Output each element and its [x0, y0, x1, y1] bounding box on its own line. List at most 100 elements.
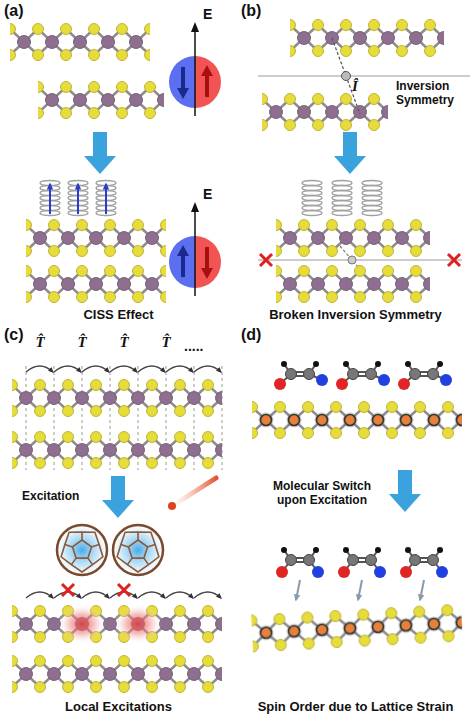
mos2-layer — [290, 18, 444, 58]
symmetry-plane — [258, 76, 470, 77]
mos2-layer — [26, 264, 166, 304]
mos2-layer — [12, 604, 222, 644]
operator-symbol: T̂ — [114, 334, 134, 351]
panel-letter: (d) — [241, 326, 281, 344]
chiral-spring — [68, 181, 88, 216]
mos2-layer — [10, 22, 150, 62]
spin-arrow — [105, 184, 107, 214]
hop-arrow — [82, 366, 109, 372]
fullerene — [110, 522, 166, 578]
inversion-center — [342, 72, 351, 81]
inversion-center — [348, 256, 356, 264]
broken-mark — [260, 254, 272, 266]
process-label: Excitation — [22, 490, 112, 504]
hop-arrow — [138, 366, 165, 372]
mos2-layer — [276, 218, 430, 258]
mos2-layer — [12, 654, 222, 694]
symmetry-plane — [258, 260, 462, 261]
chiral-spring — [332, 181, 352, 216]
hop-arrow — [26, 366, 53, 372]
hop-arrow — [110, 366, 137, 372]
hop-arrow — [194, 366, 221, 372]
strain-arrow — [358, 580, 362, 600]
broken-mark — [118, 584, 130, 596]
mos2-layer — [252, 400, 462, 440]
mos2-layer — [26, 218, 166, 258]
fullerene — [54, 522, 110, 578]
mos2-layer — [26, 218, 166, 258]
chiral-spring — [302, 181, 322, 216]
mos2-layer — [38, 80, 164, 120]
mos2-layer — [12, 430, 222, 470]
process-arrow — [102, 476, 134, 518]
laser-spot — [168, 502, 176, 510]
process-arrow — [84, 132, 116, 174]
panel-caption: CISS Effect — [0, 308, 237, 323]
mos2-layer — [26, 264, 166, 304]
switch-molecule — [276, 547, 324, 578]
mos2-layer — [12, 430, 222, 470]
mos2-layer — [276, 264, 430, 304]
strain-arrow — [420, 580, 424, 600]
operator-symbol: T̂ — [72, 334, 92, 351]
ellipsis: ..... — [184, 338, 224, 354]
switch-molecule — [400, 547, 448, 578]
axis-label: E — [203, 186, 223, 202]
laser-beam — [172, 478, 216, 506]
mos2-layer — [12, 378, 222, 418]
local-excitation — [58, 604, 106, 644]
spin-energy-diagram — [169, 22, 221, 116]
broken-mark — [448, 254, 460, 266]
mos2-layer — [276, 218, 430, 258]
strain-arrow — [296, 580, 300, 600]
hop-arrow — [26, 592, 53, 598]
mos2-layer — [276, 264, 430, 304]
mos2-layer — [10, 22, 150, 62]
mos2-layer — [290, 18, 444, 58]
panel-a — [10, 22, 221, 304]
switch-molecule — [274, 361, 328, 390]
operator-symbol: T̂ — [30, 334, 50, 351]
chiral-spring — [40, 181, 60, 216]
chiral-spring — [96, 181, 116, 216]
spin-arrow — [49, 184, 51, 214]
inversion-line — [332, 38, 360, 114]
panel-caption: Local Excitations — [0, 700, 237, 715]
hop-arrow — [194, 592, 221, 598]
mos2-layer — [262, 92, 388, 132]
mos2-layer — [38, 80, 164, 120]
hop-arrow — [166, 592, 193, 598]
spin-energy-diagram — [169, 202, 221, 296]
panel-c — [12, 366, 222, 694]
mos2-layer — [12, 604, 222, 644]
chiral-spring — [362, 181, 382, 216]
spin-arrow — [77, 184, 79, 214]
operator-symbol: T̂ — [156, 334, 176, 351]
mos2-layer — [252, 400, 462, 440]
mos2-layer — [262, 92, 388, 132]
hop-arrow — [110, 592, 137, 598]
axis-label: E — [203, 6, 223, 22]
mos2-layer — [251, 603, 463, 654]
operator-symbol: Î — [352, 78, 372, 95]
process-label: Molecular Switch upon Excitation — [262, 480, 382, 508]
process-arrow — [334, 132, 366, 174]
annotation: Inversion Symmetry — [396, 80, 472, 108]
local-excitation — [114, 604, 162, 644]
hop-arrow — [166, 366, 193, 372]
hop-arrow — [82, 592, 109, 598]
switch-molecule — [336, 361, 390, 390]
mos2-layer — [12, 654, 222, 694]
panel-caption: Spin Order due to Lattice Strain — [237, 700, 474, 715]
panel-b — [258, 18, 470, 304]
hop-arrow — [54, 366, 81, 372]
panel-letter: (b) — [241, 2, 281, 20]
hop-arrow — [138, 592, 165, 598]
switch-molecule — [338, 547, 386, 578]
hop-arrow — [54, 592, 81, 598]
broken-mark — [62, 584, 74, 596]
panel-letter: (a) — [4, 2, 44, 20]
